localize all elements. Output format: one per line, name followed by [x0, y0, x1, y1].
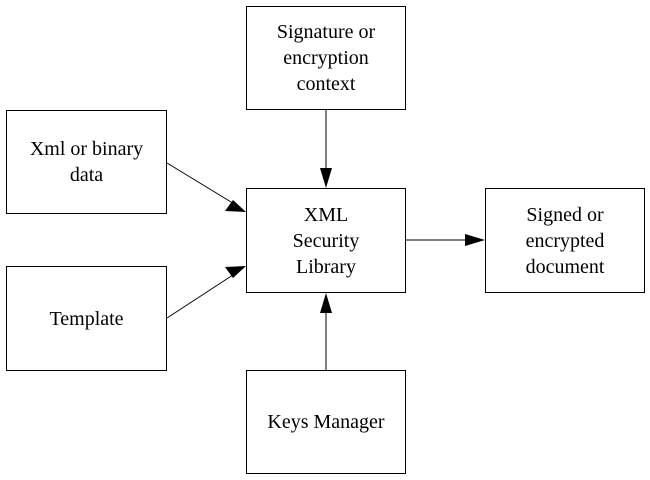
- arrow-template-to-library: [166, 266, 246, 319]
- arrow-context-to-library: [320, 110, 332, 188]
- node-keys-manager: Keys Manager: [246, 370, 406, 474]
- node-signed-document: Signed or encrypted document: [485, 188, 645, 293]
- node-security-library: XML Security Library: [246, 188, 406, 293]
- node-keys-manager-label: Keys Manager: [267, 411, 385, 433]
- node-xml-data-label: Xml or binary data: [29, 138, 144, 186]
- node-signature-context-label: Signature or encryption context: [276, 21, 376, 95]
- node-signature-context: Signature or encryption context: [246, 6, 406, 110]
- node-signed-document-label: Signed or encrypted document: [525, 203, 605, 278]
- arrow-keys-to-library: [320, 293, 332, 370]
- arrow-xml-to-library: [166, 162, 246, 212]
- node-xml-data: Xml or binary data: [6, 110, 167, 214]
- node-template: Template: [6, 266, 167, 371]
- node-security-library-label: XML Security Library: [292, 203, 360, 278]
- node-template-label: Template: [49, 307, 124, 330]
- arrow-library-to-output: [406, 234, 485, 246]
